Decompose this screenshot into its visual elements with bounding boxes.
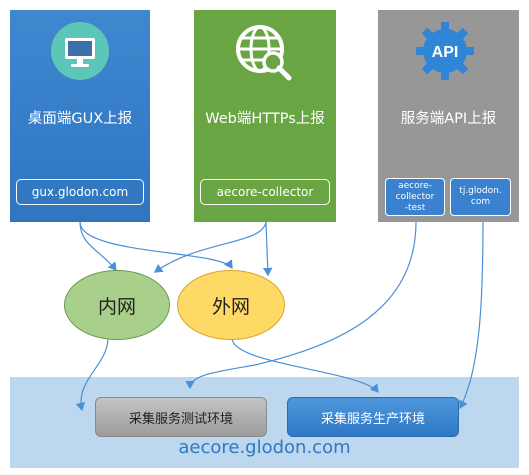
prod-environment-box: 采集服务生产环境	[287, 397, 459, 437]
desktop-endpoint-pill: gux.glodon.com	[16, 179, 144, 205]
external-network-node: 外网	[177, 270, 285, 340]
server-panel-title: 服务端API上报	[400, 111, 497, 127]
pill-line: tj.glodon.	[459, 186, 502, 196]
pill-line: collector	[395, 191, 435, 202]
pill-line: com	[470, 197, 491, 207]
test-environment-box: 采集服务测试环境	[95, 397, 267, 437]
server-report-panel: API 服务端API上报 aecore- collector -test tj.…	[378, 10, 519, 222]
desktop-report-panel: 桌面端GUX上报 gux.glodon.com	[10, 10, 150, 222]
web-panel-title: Web端HTTPs上报	[205, 111, 325, 127]
pill-line: aecore-	[398, 180, 432, 191]
api-label: API	[432, 44, 459, 61]
server-prod-endpoint-pill: tj.glodon. com	[450, 178, 511, 216]
monitor-icon	[51, 22, 109, 80]
globe-search-icon	[233, 22, 292, 81]
pill-line: -test	[404, 202, 426, 213]
server-test-endpoint-pill: aecore- collector -test	[385, 178, 445, 216]
web-endpoint-pill: aecore-collector	[200, 179, 330, 205]
internal-network-node: 内网	[64, 270, 170, 340]
desktop-panel-title: 桌面端GUX上报	[27, 111, 133, 127]
web-report-panel: Web端HTTPs上报 aecore-collector	[194, 10, 336, 222]
footer-domain: aecore.glodon.com	[178, 437, 351, 458]
api-gear-icon: API	[416, 22, 474, 80]
